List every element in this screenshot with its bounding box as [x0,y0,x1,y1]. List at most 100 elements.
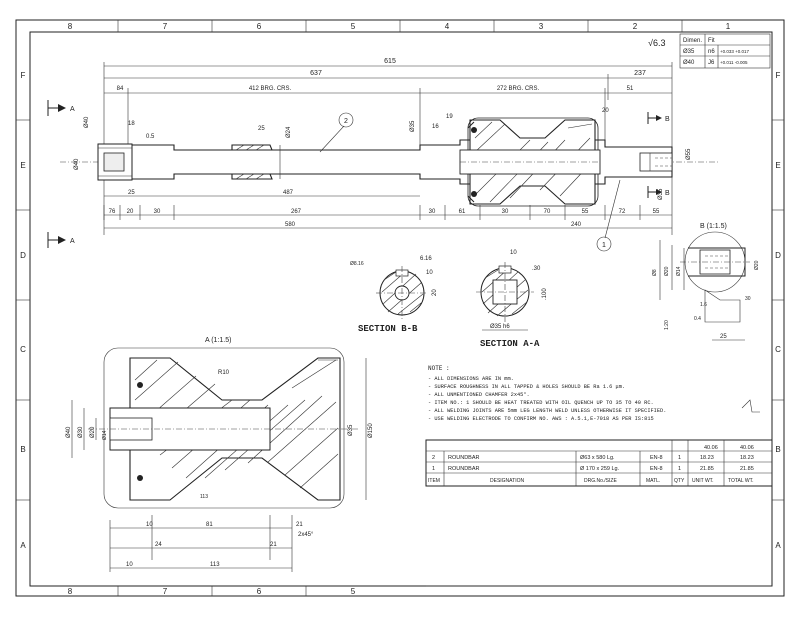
detail-b-dim-5: 25 [720,334,727,340]
dim-84: 84 [117,86,124,92]
zone-right-5: B [775,445,780,454]
note-line-3: - ALL UNMENTIONED CHAMFER 2x45°. [428,392,530,398]
dim-overall: 615 [384,58,396,65]
detail-a-dim-dia30: Ø30 [78,426,84,438]
fit-row2-dim: Ø40 [683,60,695,66]
aa-dim-2: .30 [532,266,541,272]
detail-a-dim-10b: 10 [126,562,133,568]
chain-dim-5: 30 [429,209,436,215]
section-aa-view: 10 .30 .100 Ø35 h6 SECTION A-A [476,250,548,349]
zone-marks-bottom: 8 7 6 5 [68,586,356,596]
dim-18: 18 [128,121,135,127]
detail-b-dim-1: Ø8 [652,269,658,276]
detail-b-title: B (1:1.5) [700,223,727,230]
chain-dim-4: 267 [291,209,302,215]
notes-block: NOTE : - ALL DIMENSIONS ARE IN mm. - SUR… [428,365,760,422]
fit-header-fit: Fit [708,38,715,44]
bom-total-total: 40.06 [740,445,754,451]
zone-bottom-1: 8 [68,587,73,596]
note-line-2: - SURFACE ROUGHNESS IN ALL TAPPED & HOLE… [428,384,625,390]
bom-header-size: DRG.No./SIZE [584,478,617,484]
balloon-1-label: 1 [602,242,606,249]
dim-dia-right2: Ø35 [658,188,664,200]
fit-row1-dim: Ø35 [683,49,695,55]
note-line-5: - ALL WELDING JOINTS ARE 5mm LEG LENGTH … [428,408,666,414]
bb-dim-2: 6.16 [420,256,432,262]
zone-bottom-3: 6 [257,587,262,596]
bom-row1-item: 2 [432,455,435,461]
zone-left-1: F [21,71,26,80]
detail-a-dim-dia20: Ø20 [90,426,96,438]
bom-row2-desig: ROUNDBAR [448,466,480,472]
note-line-1: - ALL DIMENSIONS ARE IN mm. [428,376,514,382]
dim-dia-mid: Ø35 [410,120,416,132]
chain-dim-7: 30 [502,209,509,215]
bom-row1-desig: ROUNDBAR [448,455,480,461]
bom-header-matl: MATL. [646,478,660,484]
fit-row1-tol: +0.033 +0.017 [720,49,750,54]
mid-section-hatch [235,144,265,180]
bom-row2-unit: 21.85 [700,466,714,472]
detail-b-view: B (1:1.5) Ø8 Ø20 Ø14 1.6 25 Ø20 30 1:20 … [652,223,760,341]
dim-dia-left2: Ø40 [74,158,80,170]
dim-237: 237 [634,70,646,77]
bom-row2-qty: 1 [678,466,681,472]
chain-dim-2: 20 [127,209,134,215]
balloon-1 [596,236,612,252]
bom-total-unit: 40.06 [704,445,718,451]
dim-51: 51 [627,86,634,92]
aa-dim-3: .100 [542,288,548,300]
zone-left-4: C [20,345,26,354]
bom-header-item: ITEM [428,478,440,484]
bom-row1-unit: 18.23 [700,455,714,461]
bom-row2-total: 21.85 [740,466,754,472]
section-aa-title: SECTION A-A [480,339,540,349]
shaft-right-end [639,152,673,172]
detail-a-dim-21: 21 [296,522,303,528]
zone-right-1: F [776,71,781,80]
zone-left-3: D [20,251,26,260]
dim-dia-left: Ø40 [84,116,90,128]
bottom-dim-chain: 76 20 30 267 30 61 30 70 55 72 55 [103,205,660,220]
zone-top-7: 2 [633,22,638,31]
zone-top-6: 3 [539,22,544,31]
fit-row2-tol: +0.011 -0.005 [720,60,748,65]
dim-16: 16 [432,124,439,130]
section-mark-bb-top: B [665,116,670,123]
left-end-bore [103,152,125,172]
dim-19: 19 [446,114,453,120]
zone-left-2: E [20,161,25,170]
dim-412-brg: 412 BRG. CRS. [249,86,292,92]
zone-right-6: A [775,541,781,550]
dim-dia-24: Ø24 [286,126,292,138]
aa-dim-4: Ø35 h6 [490,324,510,330]
zone-right-4: C [775,345,781,354]
dim-580: 580 [285,222,296,228]
dim-20: 20 [602,108,609,114]
chain-dim-3: 30 [154,209,161,215]
bom-row1-total: 18.23 [740,455,754,461]
detail-a-dim-dia35: Ø35 [348,424,354,436]
aa-dim-1: 10 [510,250,517,256]
detail-a-dim-21b: 21 [270,542,277,548]
detail-a-view: A (1:1.5) Ø40 Ø30 Ø20 Ø14 Ø35 Ø150 R10 1… [66,337,374,572]
detail-a-dim-2x45: 2x45° [298,532,314,538]
chain-dim-11: 55 [653,209,660,215]
bom-row1-size: Ø63 x 580 Lg. [580,455,615,461]
bom-row1-qty: 1 [678,455,681,461]
zone-left-5: B [20,445,25,454]
detail-b-dim-4: 1.6 [700,302,707,308]
zone-right-3: D [775,251,781,260]
section-bb-view: Ø8.16 6.16 10 20 SECTION B-B [350,256,438,334]
bb-dim-1: Ø8.16 [350,261,364,267]
hub-section [459,117,601,207]
dim-dia-right1: Ø55 [686,148,692,160]
section-markers: A A B B [47,100,670,248]
detail-a-dim-dia40: Ø40 [66,426,72,438]
zone-top-1: 8 [68,22,73,31]
notes-heading: NOTE : [428,365,450,372]
zone-top-2: 7 [163,22,168,31]
zone-top-4: 5 [351,22,356,31]
zone-marks-sides: F E D C B A F E D C B A [16,71,784,550]
